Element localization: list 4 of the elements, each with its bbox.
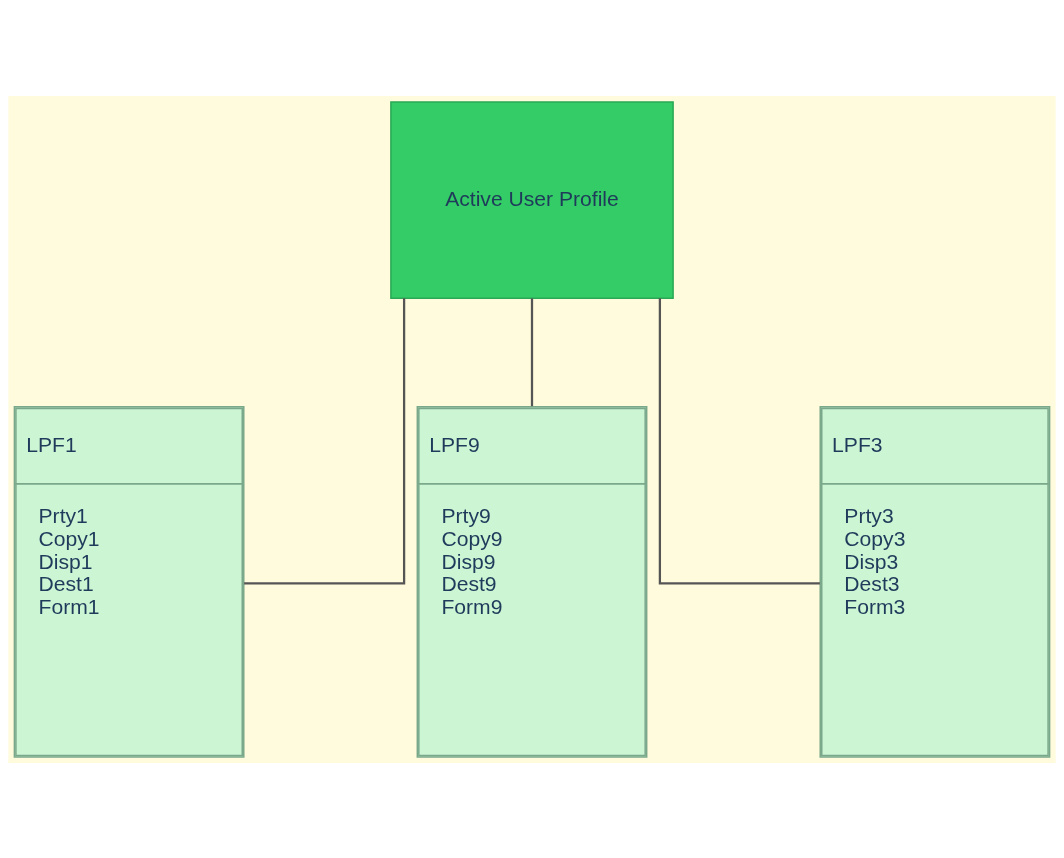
connector (530, 297, 534, 406)
connector (658, 297, 820, 585)
connector (244, 297, 406, 585)
node-box: Active User Profile (390, 100, 674, 299)
